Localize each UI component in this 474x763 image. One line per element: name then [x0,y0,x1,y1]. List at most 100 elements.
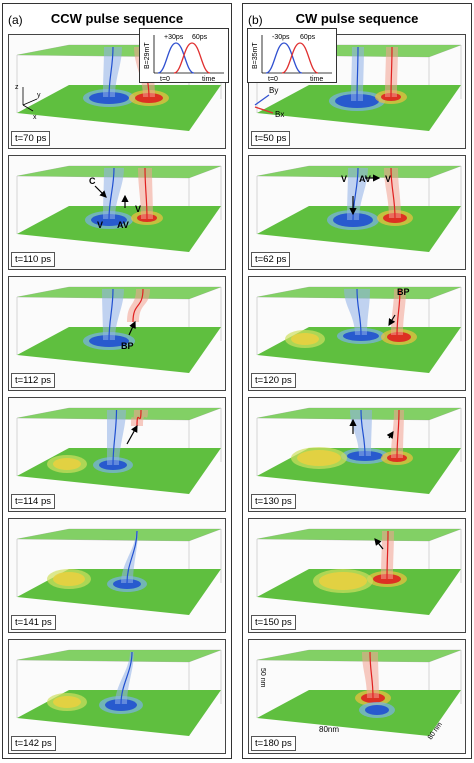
core-line [108,288,114,341]
panel-scene: BP [16,286,222,373]
column-label: (b) [248,13,263,27]
pulse-inset: B=29mT +30ps 60ps t=0 time [139,28,229,83]
core-line [108,167,115,220]
bottom-plane [257,569,461,615]
inset-delay: +30ps [164,34,184,41]
inset-period: 60ps [192,34,208,41]
motion-arrow [128,320,136,336]
time-label: t=180 ps [251,736,296,751]
time-label: t=120 ps [251,373,296,388]
magnetization-spot [297,450,341,466]
core-line [108,46,114,98]
structure-label: AV [359,174,371,184]
simulation-panel: t=130 ps [248,397,466,512]
structure-label: V [135,204,141,214]
structure-label: C [89,176,96,186]
magnetization-spot [53,696,81,708]
top-plane [257,529,461,541]
bottom-plane [17,327,221,373]
scale-height: 50 nm [259,668,266,688]
bottom-plane [17,569,221,615]
core-line [386,530,389,580]
structure-label: V [341,174,347,184]
structure-label: BP [121,341,134,351]
time-label: t=114 ps [11,494,56,509]
core-line [396,288,401,336]
vortex-core-negative [91,214,127,226]
simulation-panel: t=150 ps [248,518,466,633]
motion-arrow [386,431,394,439]
motion-arrow [388,314,396,327]
column-title: CW pulse sequence [295,11,419,26]
time-label: t=110 ps [11,252,56,267]
inset-time-label: time [310,76,323,82]
core-tube-blue [102,289,124,340]
time-label: t=70 ps [11,131,51,146]
core-line [352,167,359,221]
core-line [390,167,396,219]
inset-period: 60ps [300,34,316,41]
inset-amplitude: B=35mT [252,42,259,69]
panel-scene [16,649,222,736]
bottom-plane [17,85,221,131]
magnetization-spot [291,333,319,345]
axis-y: y [37,92,41,99]
inset-t0: t=0 [160,76,170,82]
panel-scene [16,407,222,494]
inset-t0: t=0 [268,76,278,82]
axis-z: z [15,84,19,91]
vortex-core-positive [135,93,163,103]
core-line [120,651,133,705]
simulation-panel: t=114 ps [8,397,226,512]
magnetization-spot [53,458,81,470]
core-tube-red [362,652,379,698]
core-line [126,530,138,584]
bottom-plane [17,206,221,252]
structure-label: V [385,174,391,184]
magnetization-spot [319,572,367,590]
core-tube-blue [344,289,370,335]
legend-by: By [269,86,278,95]
inset-time-label: time [202,76,215,82]
time-label: t=142 ps [11,736,56,751]
time-label: t=150 ps [251,615,296,630]
vortex-core-negative [343,331,379,341]
vortex-core-negative [89,335,129,347]
vortex-core-negative [105,699,137,711]
inset-amplitude: B=29mT [144,42,151,69]
core-line [132,288,144,323]
core-tube-blue [103,168,124,219]
panel-scene: BP [256,286,462,373]
core-tube-blue [107,410,126,465]
bottom-plane [257,690,461,736]
panel-scene [256,407,462,494]
column-label: (a) [8,13,23,27]
vortex-core-negative [89,92,129,104]
column-title: CCW pulse sequence [50,11,184,26]
pulse-x [173,42,211,74]
core-line [136,409,142,427]
vortex-core-negative [365,705,389,715]
simulation-panel: t=141 ps [8,518,226,633]
pulse-x [281,42,319,74]
core-line [144,167,148,220]
core-tube-blue [121,531,138,583]
motion-arrow [374,538,384,550]
core-line [369,651,374,699]
axis-x: x [33,114,37,121]
top-plane [257,650,461,662]
structure-label: V [97,220,103,230]
core-line [112,409,118,466]
magnetization-spot [53,572,85,586]
vortex-core-negative [113,579,141,589]
motion-arrow [126,424,138,445]
pulse-y [157,42,195,74]
